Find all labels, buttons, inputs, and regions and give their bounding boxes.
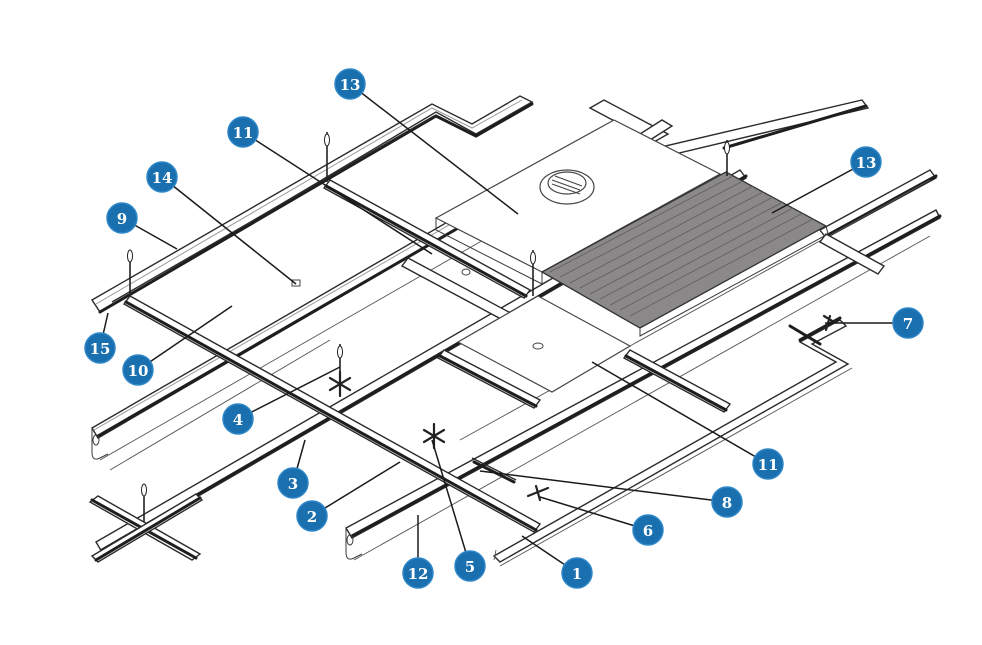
callout-badge-icon (850, 146, 882, 178)
cross-connector-icon (526, 484, 550, 502)
callout-badge-icon (632, 514, 664, 546)
callout-number: 8 (722, 494, 732, 512)
access-clip-icon (291, 279, 301, 287)
return-air-grille (540, 171, 829, 337)
callout-number: 13 (340, 76, 361, 94)
callout-number: 14 (152, 169, 173, 187)
callout-c5: 5 (454, 550, 486, 582)
leader-line-c4 (237, 366, 341, 420)
callout-c11b: 11 (752, 448, 784, 480)
callout-badge-icon (752, 448, 784, 480)
callout-badge-icon (222, 403, 254, 435)
hanger-rod-icon (324, 132, 330, 182)
leader-line-c10 (137, 305, 233, 371)
grille-slats (549, 175, 814, 317)
callout-badge-icon (84, 332, 116, 364)
ceiling-panels (291, 268, 632, 393)
leader-line-c11b (591, 361, 769, 465)
cross-connector-icon (422, 422, 446, 450)
callout-number: 4 (233, 411, 243, 429)
callout-c13a: 13 (334, 68, 366, 100)
leader-line-c8 (479, 470, 728, 503)
leader-line-c13a (349, 83, 519, 215)
callout-number: 9 (117, 210, 127, 228)
callout-badge-icon (334, 68, 366, 100)
callout-c11a: 11 (227, 116, 259, 148)
cross-tees (122, 179, 886, 533)
callout-c14: 14 (146, 161, 178, 193)
callout-number: 11 (233, 124, 254, 142)
callout-number: 15 (90, 340, 111, 358)
callout-badge-icon (146, 161, 178, 193)
callout-badge-icon (296, 500, 328, 532)
hanger-rod-icon (530, 250, 536, 296)
leader-line-c2 (311, 461, 401, 517)
leader-line-c5 (431, 439, 471, 567)
leader-line-c13b (771, 161, 867, 214)
callout-number: 10 (128, 362, 149, 380)
callout-number: 1 (572, 565, 582, 583)
callout-number: 6 (643, 522, 653, 540)
callout-number: 12 (408, 565, 429, 583)
cross-connectors (328, 314, 836, 502)
callout-c13b: 13 (850, 146, 882, 178)
leader-line-c14 (161, 176, 297, 285)
leader-line-c11a (242, 131, 433, 255)
callout-badge-icon (454, 550, 486, 582)
callout-c7: 7 (892, 307, 924, 339)
rail-end-caps (91, 428, 363, 560)
callout-number: 11 (758, 456, 779, 474)
hanger-rod-icon (724, 140, 730, 176)
callout-c12: 12 (402, 557, 434, 589)
callout-number: 3 (288, 475, 298, 493)
loose-cross-tee (88, 493, 204, 563)
diffuser-icon (539, 169, 595, 205)
callout-c6: 6 (632, 514, 664, 546)
perimeter-wall-angle-front (492, 316, 853, 567)
callout-c9: 9 (106, 202, 138, 234)
callout-badge-icon (561, 557, 593, 589)
cross-connector-icon (328, 370, 352, 398)
callout-number: 5 (465, 558, 475, 576)
callout-c4: 4 (222, 403, 254, 435)
callout-c2: 2 (296, 500, 328, 532)
callout-number: 7 (903, 315, 913, 333)
perimeter-wall-angle-back (91, 95, 534, 314)
callout-c1: 1 (561, 557, 593, 589)
callout-badge-icon (402, 557, 434, 589)
callout-badge-icon (106, 202, 138, 234)
hanger-rod-icon (141, 483, 147, 522)
callout-badge-icon (277, 467, 309, 499)
callout-c8: 8 (711, 486, 743, 518)
hangers (127, 132, 730, 522)
callout-c10: 10 (122, 354, 154, 386)
callout-c3: 3 (277, 467, 309, 499)
callout-badge-icon (227, 116, 259, 148)
callout-c15: 15 (84, 332, 116, 364)
callout-badge-icon (122, 354, 154, 386)
callout-number: 13 (856, 154, 877, 172)
callout-badge-icon (892, 307, 924, 339)
hanger-rod-icon (127, 249, 133, 296)
leader-lines (99, 83, 908, 574)
leader-line-c6 (539, 496, 649, 531)
callout-number: 2 (307, 508, 317, 526)
callout-badge-icon (711, 486, 743, 518)
